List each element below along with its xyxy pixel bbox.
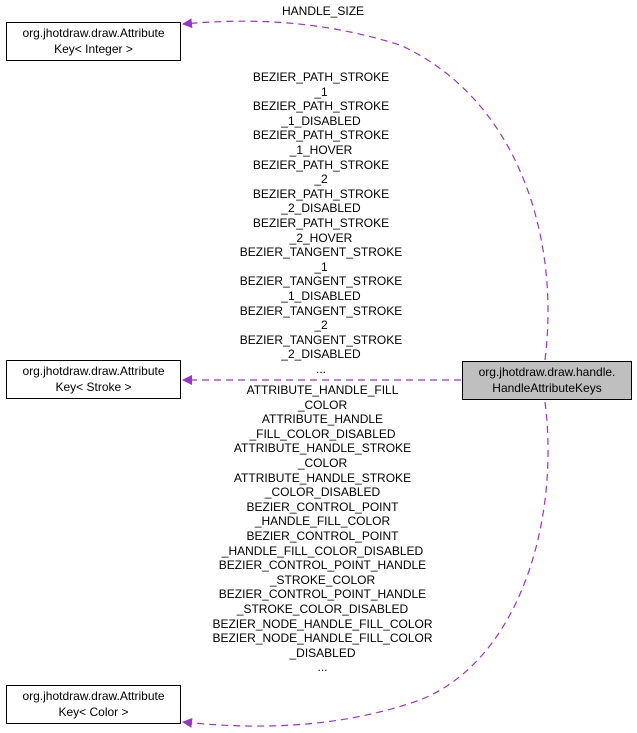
edge-label-line: _STROKE_COLOR — [269, 572, 376, 587]
edge-label-line: BEZIER_PATH_STROKE — [252, 186, 390, 201]
edge-label-line: ... — [317, 660, 328, 675]
node-line: Key< Integer > — [54, 42, 133, 56]
node-line: org.jhotdraw.draw.Attribute — [22, 689, 165, 703]
edge-label-line: ATTRIBUTE_HANDLE_STROKE — [233, 441, 412, 456]
edge-label-line: BEZIER_PATH_STROKE — [252, 99, 390, 114]
node-line: org.jhotdraw.draw.Attribute — [22, 364, 165, 378]
edge-label-line: BEZIER_TANGENT_STROKE — [239, 274, 403, 289]
edge-label-line: ATTRIBUTE_HANDLE_STROKE — [233, 470, 412, 485]
edge-label-line: BEZIER_TANGENT_STROKE — [239, 245, 403, 260]
edge-label-line: _2_HOVER — [289, 230, 353, 245]
edge-label-line: _2 — [314, 172, 328, 187]
node-line: org.jhotdraw.draw.handle. — [478, 365, 616, 379]
edge-label-line: ATTRIBUTE_HANDLE_FILL — [246, 383, 399, 397]
edge-label-line: _COLOR_DISABLED — [264, 485, 381, 500]
edge-label-line: _2 — [314, 318, 328, 333]
node-handle-attribute-keys[interactable]: org.jhotdraw.draw.handle. HandleAttribut… — [462, 361, 632, 400]
edge-label-line: BEZIER_TANGENT_STROKE — [239, 332, 403, 347]
node-line: org.jhotdraw.draw.Attribute — [22, 26, 165, 40]
edge-label-line: _1 — [314, 84, 328, 99]
edge-label-line: _DISABLED — [289, 645, 356, 660]
node-attribute-key-integer[interactable]: org.jhotdraw.draw.Attribute Key< Integer… — [6, 22, 181, 61]
edge-label-line: _COLOR — [297, 455, 348, 470]
edge-label-line: _1_HOVER — [289, 142, 353, 157]
node-line: Key< Color > — [58, 705, 129, 719]
node-line: Key< Stroke > — [55, 380, 132, 394]
edge-label-line: BEZIER_NODE_HANDLE_FILL_COLOR — [212, 631, 433, 646]
edge-label-line: _2_DISABLED — [281, 201, 361, 216]
edge-label-line: BEZIER_PATH_STROKE — [252, 157, 390, 172]
edge-label-line: BEZIER_CONTROL_POINT — [246, 528, 399, 543]
edge-label-line: _2_DISABLED — [281, 347, 361, 362]
edge-label-line: BEZIER_PATH_STROKE — [252, 128, 390, 143]
edge-label-line: _STROKE_COLOR_DISABLED — [236, 601, 409, 616]
edge-label-line: BEZIER_PATH_STROKE — [252, 70, 390, 84]
edge-label-line: BEZIER_CONTROL_POINT_HANDLE — [218, 587, 427, 602]
edge-label-line: BEZIER_PATH_STROKE — [252, 215, 390, 230]
edge-label-line: HANDLE_SIZE — [282, 4, 365, 18]
node-line: HandleAttributeKeys — [492, 381, 602, 395]
node-attribute-key-stroke[interactable]: org.jhotdraw.draw.Attribute Key< Stroke … — [6, 360, 181, 399]
edge-label-line: ... — [315, 361, 326, 376]
edge-label-line: BEZIER_CONTROL_POINT_HANDLE — [218, 558, 427, 573]
edge-label-line: BEZIER_TANGENT_STROKE — [239, 303, 403, 318]
edge-label-integer: HANDLE_SIZE — [282, 4, 364, 19]
edge-label-line: _COLOR — [297, 397, 348, 412]
edge-label-line: _1 — [314, 259, 328, 274]
edge-label-line: _FILL_COLOR_DISABLED — [249, 426, 396, 441]
edge-color-key — [182, 401, 549, 728]
edge-label-line: _HANDLE_FILL_COLOR — [254, 514, 391, 529]
edge-label-line: _HANDLE_FILL_COLOR_DISABLED — [221, 543, 424, 558]
node-attribute-key-color[interactable]: org.jhotdraw.draw.Attribute Key< Color > — [6, 685, 181, 724]
edge-label-line: _1_DISABLED — [281, 113, 361, 128]
edge-label-line: BEZIER_CONTROL_POINT — [246, 499, 399, 514]
edge-integer-key — [182, 18, 549, 361]
edge-label-line: ATTRIBUTE_HANDLE — [261, 412, 384, 427]
edge-label-line: BEZIER_NODE_HANDLE_FILL_COLOR — [212, 616, 433, 631]
edge-label-line: _1_DISABLED — [281, 288, 361, 303]
